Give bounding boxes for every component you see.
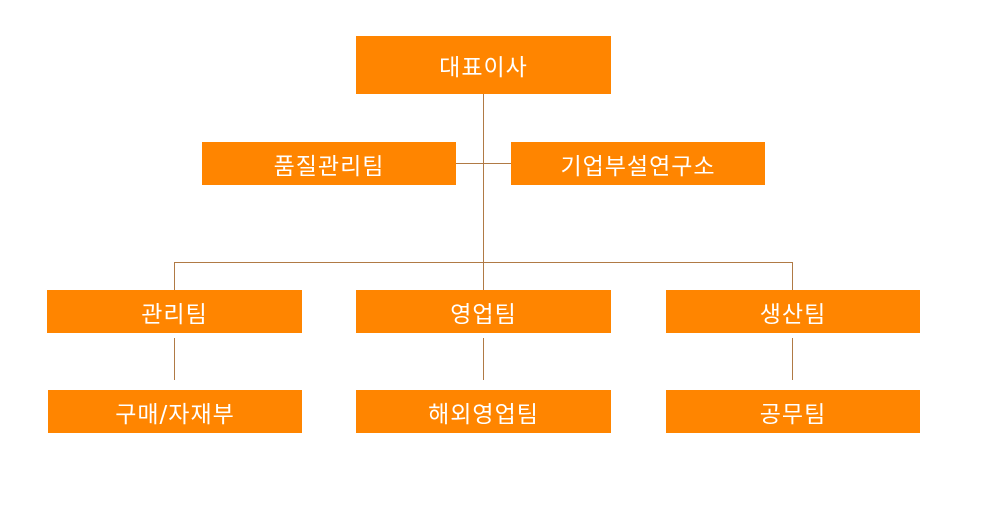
node-rnd-center: 기업부설연구소: [511, 142, 765, 185]
connector-drop-production: [792, 262, 793, 290]
connector-drop-admin: [174, 262, 175, 290]
node-sales: 영업팀: [356, 290, 611, 333]
node-ceo: 대표이사: [356, 36, 611, 94]
connector-admin-purchasing: [174, 338, 175, 380]
connector-ceo-trunk: [483, 94, 484, 290]
connector-production-eng: [792, 338, 793, 380]
connector-sales-overseas: [483, 338, 484, 380]
node-purchasing: 구매/자재부: [48, 390, 302, 433]
node-quality-management: 품질관리팀: [202, 142, 456, 185]
connector-staff-branch: [456, 163, 511, 164]
node-engineering: 공무팀: [666, 390, 920, 433]
node-production: 생산팀: [666, 290, 920, 333]
node-administration: 관리팀: [47, 290, 302, 333]
connector-team-bus: [174, 262, 793, 263]
node-overseas-sales: 해외영업팀: [356, 390, 611, 433]
